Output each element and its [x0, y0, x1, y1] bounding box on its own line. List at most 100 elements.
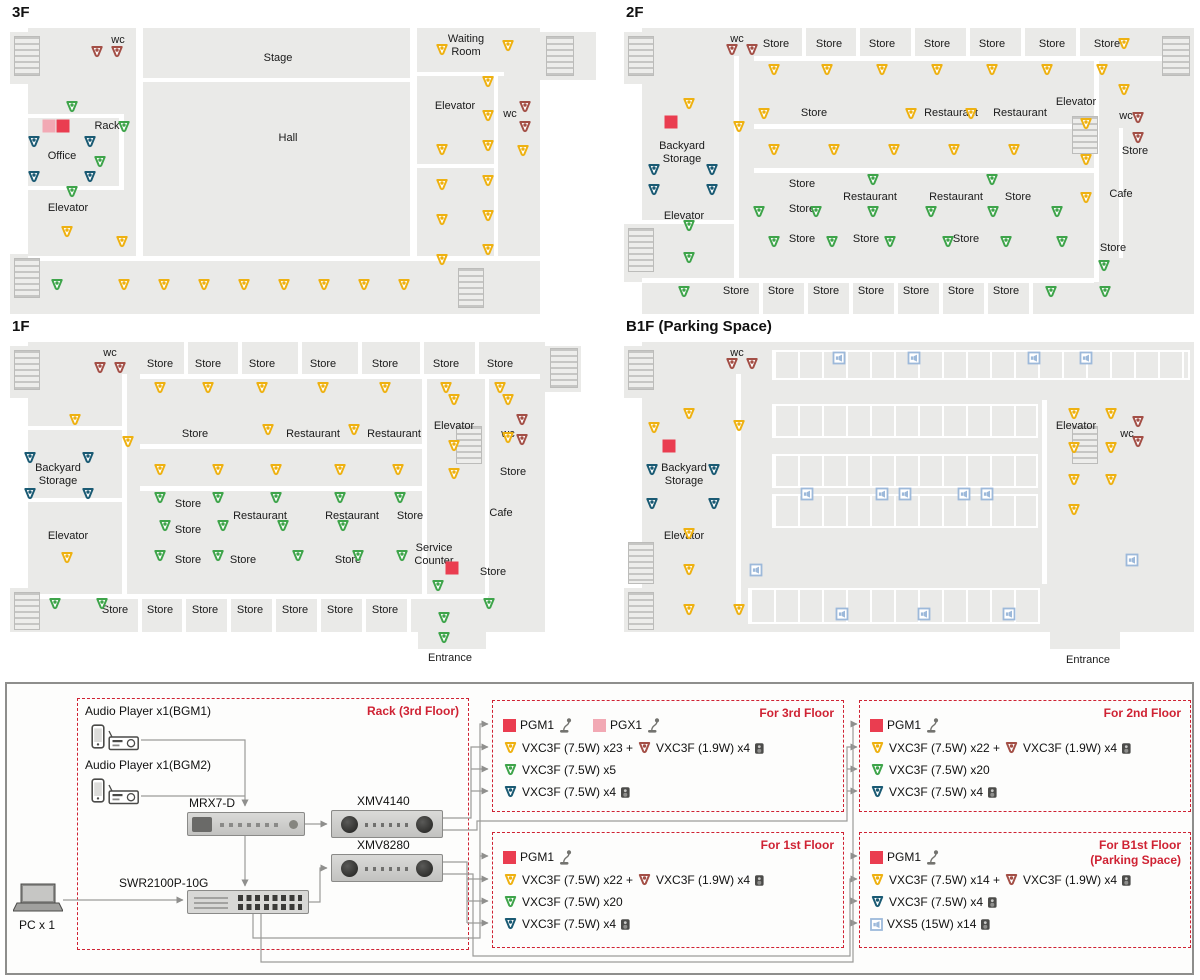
ceiling-speaker-icon-green	[217, 520, 229, 532]
ceiling-speaker-icon-yellow	[502, 394, 514, 406]
room-label: Restaurant	[843, 191, 897, 203]
laptop-icon	[13, 883, 63, 912]
room-label: Restaurant	[286, 428, 340, 440]
room-label: Waiting Room	[447, 33, 485, 59]
corridor-gap	[422, 374, 427, 598]
ceiling-speaker-icon-green	[154, 492, 166, 504]
room-label: Store	[371, 358, 399, 370]
legend-text: VXS5 (15W) x14	[887, 917, 977, 931]
ceiling-speaker-icon-yellow	[1068, 474, 1080, 486]
parking-speaker-icon	[980, 487, 994, 501]
corridor-gap	[272, 598, 276, 632]
device-knob	[341, 816, 358, 833]
ceiling-speaker-icon-green	[270, 492, 282, 504]
room-label: Store	[334, 554, 362, 566]
wall-speaker-icon	[988, 896, 997, 908]
parking-speaker-icon	[800, 487, 814, 501]
system-diagram: Rack (3rd Floor)	[5, 682, 1194, 975]
device-detail	[365, 867, 411, 871]
ceiling-speaker-icon-yellow	[436, 44, 448, 56]
legend-text: VXC3F (7.5W) x22 +	[889, 741, 1001, 755]
ceiling-speaker-icon-yellow	[821, 64, 833, 76]
ceiling-speaker-icon-yellow	[733, 604, 745, 616]
room-label: Service Counter	[414, 542, 454, 568]
ceiling-speaker-icon-green	[432, 580, 444, 592]
ceiling-speaker-icon-yellow	[683, 604, 695, 616]
room-label: Store	[281, 604, 309, 616]
ceiling-speaker-icon-yellow	[278, 279, 290, 291]
corridor-gap	[1094, 56, 1099, 282]
stairs-icon	[628, 542, 654, 584]
room-label: Store	[722, 285, 750, 297]
ceiling-speaker-icon-darkred	[519, 121, 531, 133]
ceiling-speaker-icon-yellow	[931, 64, 943, 76]
pgm-station-icon	[503, 718, 516, 732]
ceiling-speaker-icon-yellow	[733, 121, 745, 133]
ceiling-speaker-icon-yellow	[1105, 442, 1117, 454]
corridor-gap	[754, 56, 1172, 61]
ceiling-speaker-icon-darkblue	[82, 488, 94, 500]
parking-speaker-icon	[907, 351, 921, 365]
ceiling-speaker-icon-green	[394, 492, 406, 504]
corridor-gap	[184, 342, 188, 374]
legend-text: VXC3F (7.5W) x4	[889, 785, 984, 799]
ceiling-speaker-icon-green	[66, 186, 78, 198]
ceiling-speaker-icon-yellow	[517, 145, 529, 157]
legend-text: PGM1	[887, 850, 922, 864]
room-label: Store	[432, 358, 460, 370]
ceiling-speaker-icon-green	[504, 764, 517, 776]
room-label: Store	[101, 604, 129, 616]
pgm-station-marker	[445, 561, 459, 575]
paging-mic-icon	[927, 849, 939, 865]
ceiling-speaker-icon-green	[96, 598, 108, 610]
ceiling-speaker-icon-darkred	[638, 874, 651, 886]
ceiling-speaker-icon-yellow	[482, 175, 494, 187]
legend-row: VXC3F (7.5W) x20	[870, 761, 990, 779]
corridor-gap	[984, 283, 988, 314]
ceiling-speaker-icon-yellow	[212, 464, 224, 476]
pgm-station-icon	[503, 850, 516, 864]
room-label: Elevator	[47, 202, 89, 214]
paging-mic-icon	[560, 717, 572, 733]
corridor-gap	[140, 444, 422, 449]
ceiling-speaker-icon-yellow	[334, 464, 346, 476]
room-label: Store	[815, 38, 843, 50]
ceiling-speaker-icon-yellow	[768, 64, 780, 76]
corridor-gap	[939, 283, 943, 314]
corridor-gap	[420, 342, 424, 374]
floor-title-b1f: B1F (Parking Space)	[626, 318, 772, 335]
parking-speaker-icon	[957, 487, 971, 501]
corridor-gap	[642, 278, 1094, 283]
parking-speaker-icon	[832, 351, 846, 365]
legend-text: VXC3F (1.9W) x4	[656, 873, 751, 887]
legend-text: VXC3F (7.5W) x22 +	[522, 873, 634, 887]
ceiling-speaker-icon-darkblue	[706, 184, 718, 196]
ceiling-speaker-icon-yellow	[648, 422, 660, 434]
stairs-icon	[628, 36, 654, 76]
room-label: Store	[1099, 242, 1127, 254]
corridor-gap	[416, 72, 504, 76]
room-label: Store	[767, 285, 795, 297]
room-label: Backyard Storage	[659, 140, 705, 166]
corridor-gap	[28, 426, 122, 430]
room-label: Store	[923, 38, 951, 50]
ceiling-speaker-icon-green	[871, 764, 884, 776]
corridor-gap	[182, 598, 186, 632]
ceiling-speaker-icon-darkblue	[504, 918, 517, 930]
xmv4140-device	[331, 810, 443, 838]
ceiling-speaker-icon-darkblue	[871, 896, 884, 908]
corridor-gap	[298, 342, 302, 374]
ceiling-speaker-icon-yellow	[504, 874, 517, 886]
wall-speaker-icon	[621, 918, 630, 930]
pgm-station-icon	[870, 850, 883, 864]
ceiling-speaker-icon-green	[1056, 236, 1068, 248]
ceiling-speaker-icon-yellow	[1118, 84, 1130, 96]
room-label: Store	[191, 604, 219, 616]
legend-text: VXC3F (7.5W) x23 +	[522, 741, 634, 755]
room-label: wc	[730, 33, 744, 45]
room-label: Store	[812, 285, 840, 297]
